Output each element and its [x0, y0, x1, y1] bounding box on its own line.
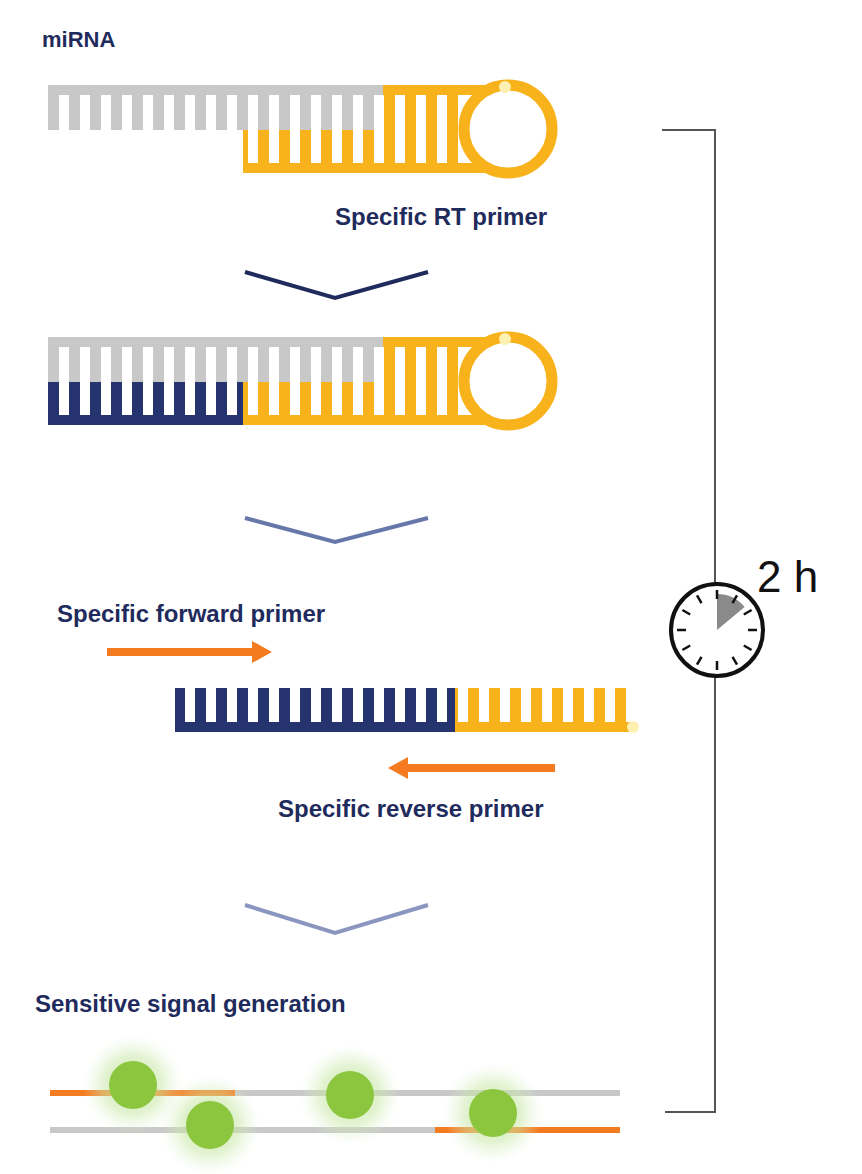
clock-icon: [671, 584, 763, 676]
mirna-rt-primer-hybrid: [48, 81, 552, 173]
step-chevron: [245, 272, 428, 298]
primer-label: Specific RT primer: [335, 203, 547, 231]
forward-primer-arrow: [107, 641, 272, 663]
step-label: Sensitive signal generation: [35, 990, 346, 1018]
molecule-label: miRNA: [42, 27, 115, 52]
primer-label: Specific reverse primer: [278, 795, 544, 823]
step-chevron: [245, 518, 428, 542]
amplicon-signal: [50, 1035, 620, 1174]
step-chevron: [245, 905, 428, 933]
cdna-strand: [175, 688, 639, 733]
primer-label: Specific forward primer: [57, 600, 325, 628]
duration-label: 2 h: [757, 552, 818, 603]
cdna-hybrid: [48, 333, 552, 425]
reverse-primer-arrow: [388, 757, 555, 779]
